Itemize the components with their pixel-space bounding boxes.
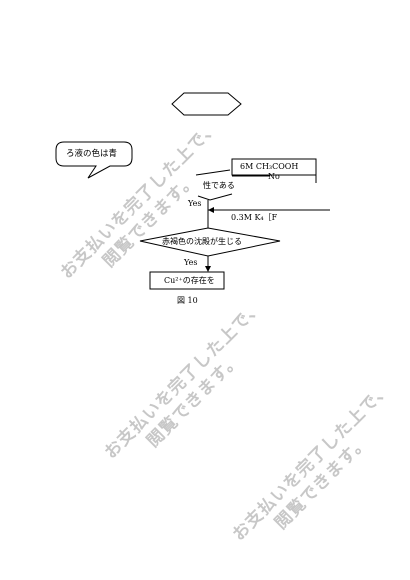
reagent-top-box bbox=[231, 158, 317, 176]
figure-caption: 図 10 bbox=[177, 296, 198, 305]
condition-1-label: 性である bbox=[203, 181, 235, 190]
start-hexagon bbox=[171, 92, 242, 116]
reagent-2-label: 0.3M K₄［F bbox=[231, 213, 278, 222]
decision-1-lower bbox=[197, 193, 233, 201]
branch-no-label: No bbox=[268, 172, 280, 181]
conclusion-box bbox=[149, 271, 225, 290]
branch-yes-1-label: Yes bbox=[188, 199, 202, 208]
reagent-2-arrowhead bbox=[208, 207, 214, 213]
flow-arrowhead bbox=[205, 266, 211, 272]
reagent-top-label: 6M CH₃COOH bbox=[240, 162, 299, 171]
conclusion-label: Cu²⁺の存在を bbox=[164, 276, 215, 285]
decision-1-upper bbox=[195, 169, 231, 176]
speech-bubble bbox=[55, 141, 133, 179]
bubble-text: ろ液の色は青 bbox=[66, 149, 118, 159]
condition-2-label: 赤褐色の沈殿が生じる bbox=[162, 237, 242, 246]
branch-yes-2-label: Yes bbox=[184, 258, 198, 267]
